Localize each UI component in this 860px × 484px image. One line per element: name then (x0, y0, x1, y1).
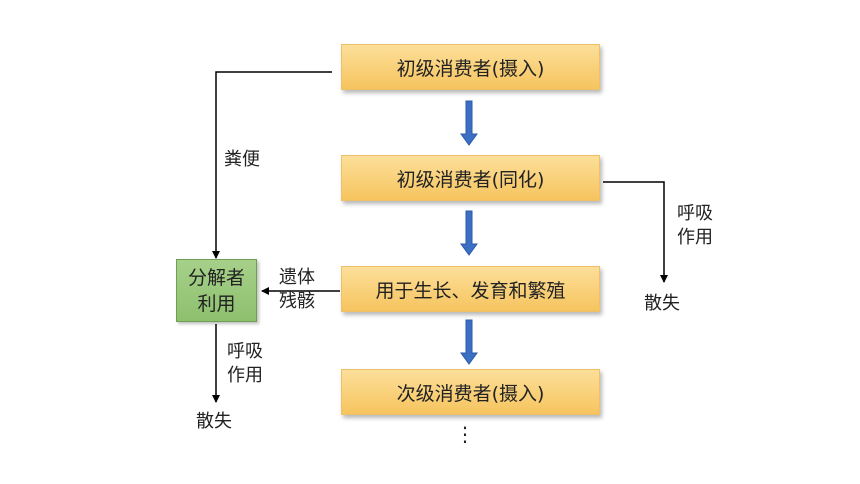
respiration-label-right: 呼吸 作用 (677, 202, 713, 250)
respiration-left-line1: 呼吸 (227, 341, 263, 362)
respiration-right-line1: 呼吸 (677, 203, 713, 224)
loss-label-left: 散失 (196, 411, 232, 432)
decomposer-label-line2: 利用 (197, 292, 236, 315)
respiration-arrow-right (603, 181, 668, 283)
remains-line2: 残骸 (279, 291, 315, 312)
feces-label: 粪便 (224, 149, 260, 170)
respiration-left-line2: 作用 (227, 365, 263, 386)
respiration-label-left: 呼吸 作用 (227, 340, 263, 388)
respiration-right-line2: 作用 (677, 227, 713, 248)
flow-arrow-1 (460, 100, 478, 146)
remains-label: 遗体 残骸 (279, 266, 315, 314)
primary-consumer-intake-box: 初级消费者(摄入) (341, 44, 600, 90)
secondary-consumer-intake-label: 次级消费者(摄入) (396, 382, 545, 405)
feces-arrow (212, 71, 332, 259)
loss-label-right: 散失 (644, 293, 680, 314)
primary-consumer-intake-label: 初级消费者(摄入) (396, 57, 545, 80)
decomposer-label-line1: 分解者 (187, 266, 245, 289)
continuation-ellipsis: ⋮ (455, 422, 475, 446)
flow-arrow-2 (460, 210, 478, 256)
flow-arrow-3 (460, 319, 478, 365)
growth-reproduction-label: 用于生长、发育和繁殖 (375, 279, 566, 302)
decomposer-box: 分解者 利用 (176, 259, 257, 322)
remains-line1: 遗体 (279, 267, 315, 288)
secondary-consumer-intake-box: 次级消费者(摄入) (341, 369, 600, 415)
primary-consumer-assimilation-box: 初级消费者(同化) (341, 155, 600, 201)
growth-reproduction-box: 用于生长、发育和繁殖 (341, 266, 600, 312)
primary-consumer-assimilation-label: 初级消费者(同化) (396, 168, 545, 191)
